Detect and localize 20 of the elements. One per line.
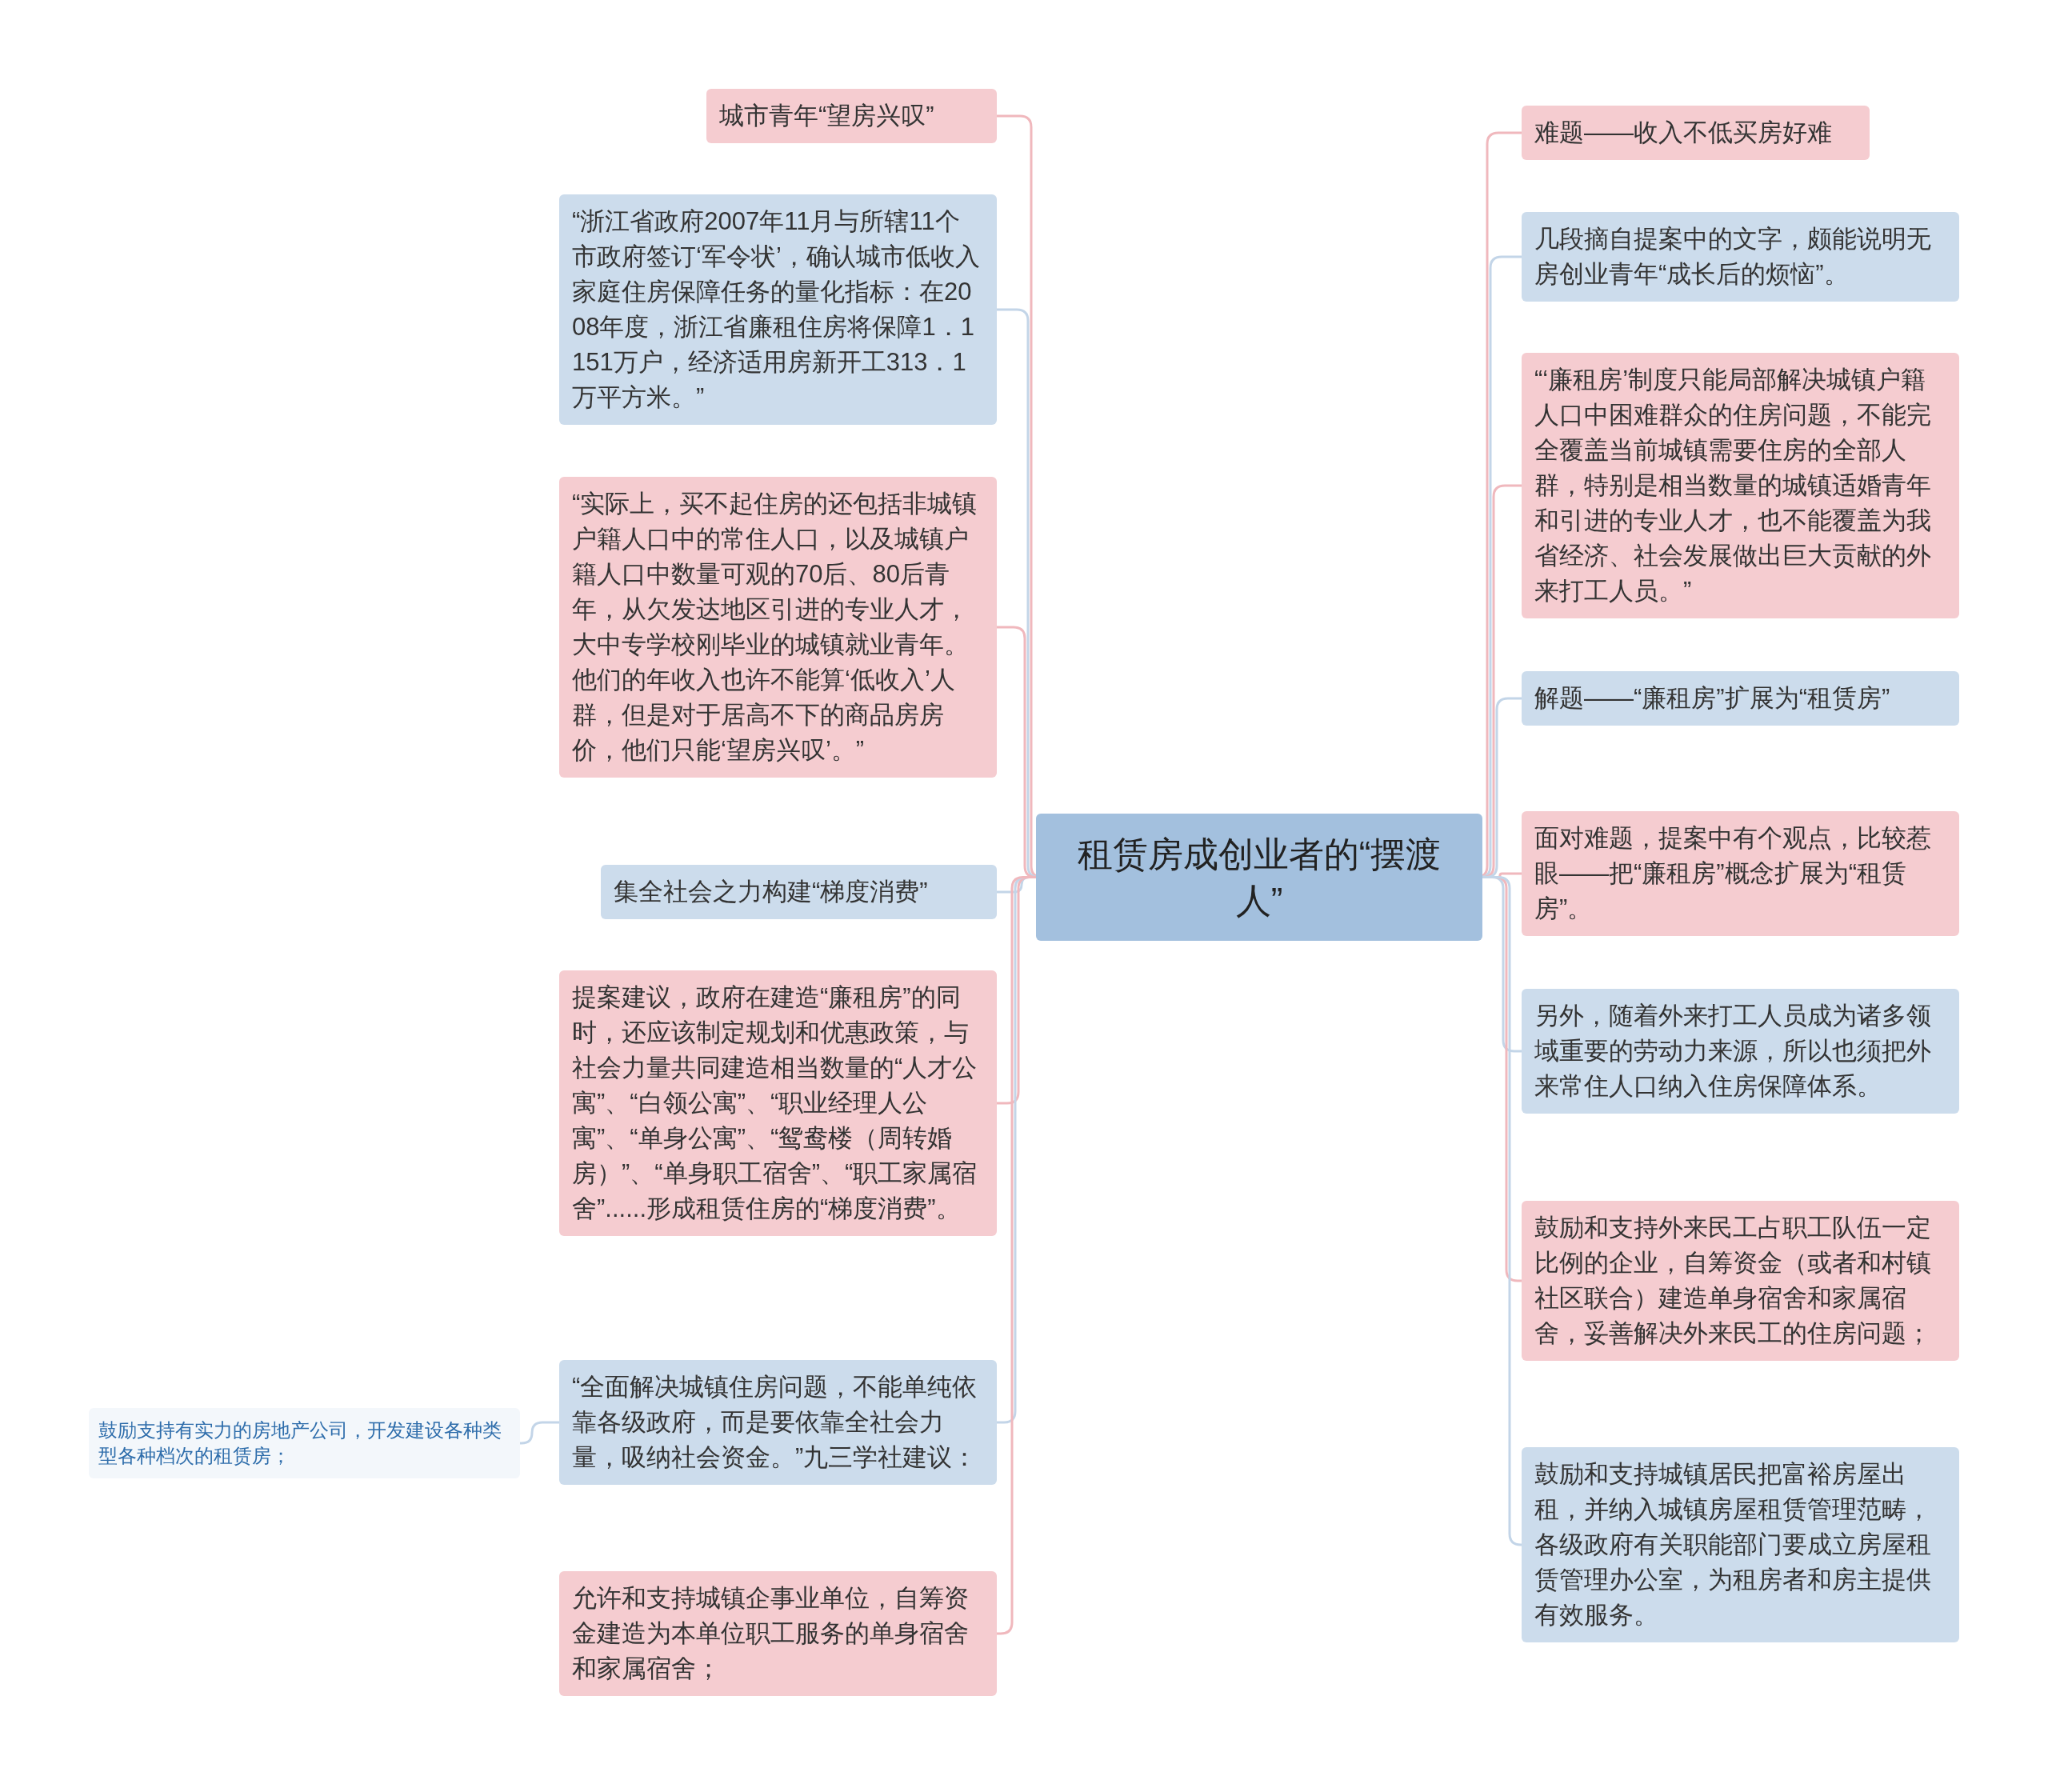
topic-box: “全面解决城镇住房问题，不能单纯依靠各级政府，而是要依靠全社会力量，吸纳社会资金。”九三学社建议： — [559, 1360, 997, 1485]
topic-box: “实际上，买不起住房的还包括非城镇户籍人口中的常住人口，以及城镇户籍人口中数量可观的70后、80后青年，从欠发达地区引进的专业人才，大中专学校刚毕业的城镇就业青年。他们的年收入也许不能算‘低收入’人群，但是对于居高不下的商品房房价，他们只能‘望房兴叹’。” — [559, 477, 997, 778]
topic-box: 另外，随着外来打工人员成为诸多领域重要的劳动力来源，所以也须把外来常住人口纳入住房保障体系。 — [1522, 989, 1959, 1114]
topic-box: 面对难题，提案中有个观点，比较惹眼——把“廉租房”概念扩展为“租赁房”。 — [1522, 811, 1959, 936]
connector-line — [519, 1421, 559, 1445]
topic-box: 城市青年“望房兴叹” — [706, 89, 997, 143]
topic-box: 鼓励和支持外来民工占职工队伍一定比例的企业，自筹资金（或者和村镇社区联合）建造单身宿舍和家属宿舍，妥善解决外来民工的住房问题； — [1522, 1201, 1959, 1361]
topic-box: 集全社会之力构建“梯度消费” — [601, 865, 997, 919]
connector-line — [1482, 876, 1522, 1546]
topic-box: “浙江省政府2007年11月与所辖11个市政府签订‘军令状’，确认城市低收入家庭住房保障任务的量化指标：在2008年度，浙江省廉租住房将保障1．1151万户，经济适用房新开工313．1万平方米。” — [559, 194, 997, 425]
topic-box: 鼓励支持有实力的房地产公司，开发建设各种类型各种档次的租赁房； — [89, 1408, 520, 1478]
topic-box: 难题——收入不低买房好难 — [1522, 106, 1870, 160]
topic-box: 解题——“廉租房”扩展为“租赁房” — [1522, 671, 1959, 726]
connector-line — [996, 876, 1036, 1635]
topic-box: 允许和支持城镇企事业单位，自筹资金建造为本单位职工服务的单身宿舍和家属宿舍； — [559, 1571, 997, 1696]
topic-box: 几段摘自提案中的文字，颇能说明无房创业青年“成长后的烦恼”。 — [1522, 212, 1959, 302]
topic-box: 鼓励和支持城镇居民把富裕房屋出租，并纳入城镇房屋租赁管理范畴，各级政府有关职能部门要成立房屋租赁管理办公室，为租房者和房主提供有效服务。 — [1522, 1447, 1959, 1642]
topic-box: 提案建议，政府在建造“廉租房”的同时，还应该制定规划和优惠政策，与社会力量共同建造相当数量的“人才公寓”、“白领公寓”、“职业经理人公寓”、“单身公寓”、“鸳鸯楼（周转婚房）”、“单身职工宿舍”、“职工家属宿舍”......形成租赁住房的“梯度消费”。 — [559, 970, 997, 1236]
central-topic: 租赁房成创业者的“摆渡人” — [1036, 814, 1482, 941]
topic-box: “‘廉租房’制度只能局部解决城镇户籍人口中困难群众的住房问题，不能完全覆盖当前城镇需要住房的全部人群，特别是相当数量的城镇适婚青年和引进的专业人才，也不能覆盖为我省经济、社会发展做出巨大贡献的外来打工人员。” — [1522, 353, 1959, 618]
